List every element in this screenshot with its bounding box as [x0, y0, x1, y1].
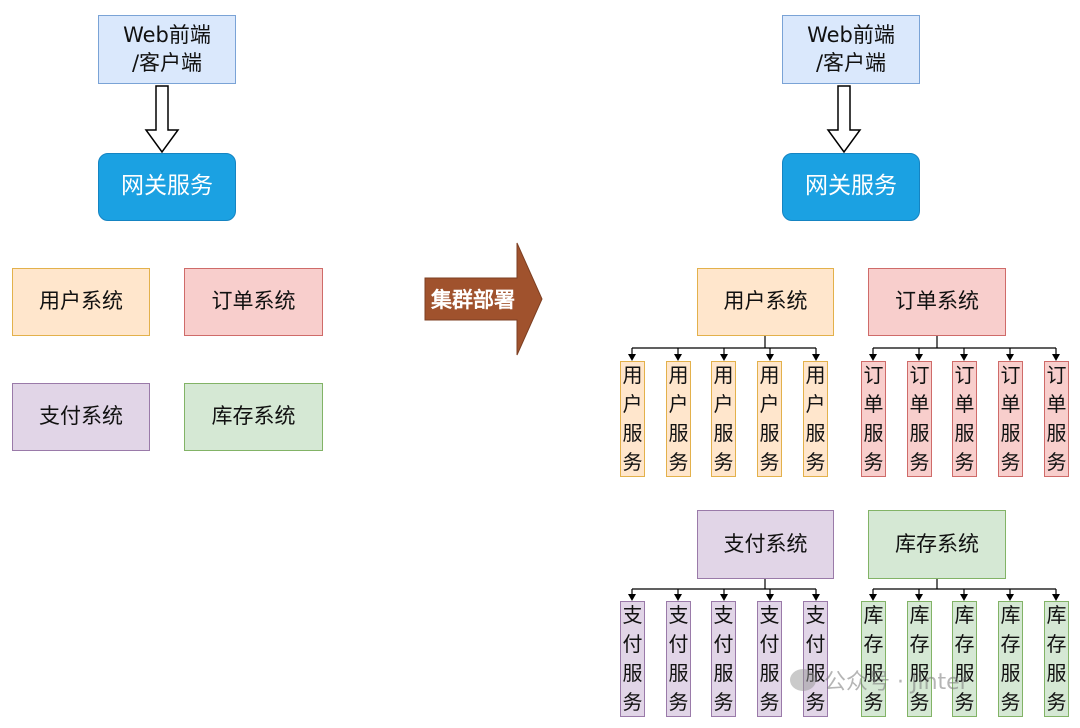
left-user-system: 用户系统 — [12, 268, 150, 336]
left-stock-system-label: 库存系统 — [211, 404, 296, 429]
pay-service-label: 支付服务 — [805, 603, 826, 714]
connector-arrowhead — [674, 594, 682, 601]
left-order-system-label: 订单系统 — [211, 289, 296, 314]
cluster-deploy-arrow — [424, 242, 543, 356]
right-pay-system-label: 支付系统 — [723, 531, 808, 556]
user-service-label: 用户服务 — [805, 363, 826, 474]
right-gateway-label: 网关服务 — [805, 173, 897, 200]
connector-arrowhead — [869, 354, 877, 361]
left-gateway-box: 网关服务 — [98, 153, 236, 221]
connector-arrowhead — [766, 354, 774, 361]
order-service-instance: 订单服务 — [1044, 361, 1069, 477]
connector-arrowhead — [869, 594, 877, 601]
connector-arrowhead — [1006, 354, 1014, 361]
pay-service-instance: 支付服务 — [666, 601, 691, 717]
left-stock-system: 库存系统 — [184, 383, 323, 451]
stock-service-label: 库存服务 — [909, 603, 930, 714]
user-service-instance: 用户服务 — [666, 361, 691, 477]
pay-service-instance: 支付服务 — [757, 601, 782, 717]
right-stock-system: 库存系统 — [868, 510, 1006, 579]
order-service-label: 订单服务 — [954, 363, 975, 474]
right-order-system-label: 订单系统 — [895, 289, 979, 314]
pay-service-instance: 支付服务 — [620, 601, 645, 717]
left-down-arrow — [144, 85, 180, 154]
left-user-system-label: 用户系统 — [39, 289, 123, 314]
order-service-label: 订单服务 — [1046, 363, 1067, 474]
left-gateway-label: 网关服务 — [121, 173, 213, 200]
connector-arrowhead — [674, 354, 682, 361]
stock-service-label: 库存服务 — [863, 603, 884, 714]
stock-service-label: 库存服务 — [1046, 603, 1067, 714]
user-service-instance: 用户服务 — [711, 361, 736, 477]
user-service-label: 用户服务 — [668, 363, 689, 474]
order-service-instance: 订单服务 — [952, 361, 977, 477]
user-service-label: 用户服务 — [759, 363, 780, 474]
right-stock-system-label: 库存系统 — [895, 531, 979, 556]
connector-arrowhead — [1052, 594, 1060, 601]
watermark: 公众号 · Jinter — [790, 664, 969, 696]
right-client-label: Web前端 /客户端 — [807, 23, 895, 75]
connector-arrowhead — [628, 354, 636, 361]
right-down-arrow — [826, 85, 862, 154]
order-service-instance: 订单服务 — [998, 361, 1023, 477]
stock-service-instance: 库存服务 — [1044, 601, 1069, 717]
user-service-label: 用户服务 — [622, 363, 643, 474]
stock-service-instance: 库存服务 — [998, 601, 1023, 717]
pay-service-instance: 支付服务 — [803, 601, 828, 717]
order-service-label: 订单服务 — [909, 363, 930, 474]
connector-arrowhead — [628, 594, 636, 601]
connector-arrowhead — [960, 594, 968, 601]
order-service-label: 订单服务 — [863, 363, 884, 474]
right-user-system: 用户系统 — [697, 268, 834, 336]
connector-arrowhead — [915, 354, 923, 361]
connector-arrowhead — [720, 354, 728, 361]
pay-service-label: 支付服务 — [713, 603, 734, 714]
connector-arrowhead — [960, 354, 968, 361]
stock-service-instance: 库存服务 — [861, 601, 886, 717]
user-service-instance: 用户服务 — [803, 361, 828, 477]
order-service-instance: 订单服务 — [861, 361, 886, 477]
order-service-label: 订单服务 — [1000, 363, 1021, 474]
connector-arrowhead — [766, 594, 774, 601]
connector-arrowhead — [915, 594, 923, 601]
user-service-instance: 用户服务 — [620, 361, 645, 477]
pay-service-instance: 支付服务 — [711, 601, 736, 717]
left-pay-system-label: 支付系统 — [39, 404, 123, 429]
connector-arrowhead — [812, 594, 820, 601]
connector-arrowhead — [812, 354, 820, 361]
pay-service-label: 支付服务 — [759, 603, 780, 714]
user-service-label: 用户服务 — [713, 363, 734, 474]
right-user-system-label: 用户系统 — [723, 289, 808, 314]
left-client-label: Web前端 /客户端 — [123, 23, 211, 75]
connector-arrowhead — [1006, 594, 1014, 601]
left-order-system: 订单系统 — [184, 268, 323, 336]
stock-service-instance: 库存服务 — [907, 601, 932, 717]
pay-service-label: 支付服务 — [622, 603, 643, 714]
connector-arrowhead — [1052, 354, 1060, 361]
order-service-instance: 订单服务 — [907, 361, 932, 477]
right-order-system: 订单系统 — [868, 268, 1006, 336]
cluster-deploy-label: 集群部署 — [431, 288, 515, 312]
watermark-label: 公众号 · Jinter — [824, 670, 969, 695]
left-client-box: Web前端 /客户端 — [98, 15, 236, 84]
right-client-box: Web前端 /客户端 — [782, 15, 920, 84]
pay-service-label: 支付服务 — [668, 603, 689, 714]
stock-service-label: 库存服务 — [954, 603, 975, 714]
stock-service-instance: 库存服务 — [952, 601, 977, 717]
stock-service-label: 库存服务 — [1000, 603, 1021, 714]
user-service-instance: 用户服务 — [757, 361, 782, 477]
right-pay-system: 支付系统 — [697, 510, 834, 579]
right-gateway-box: 网关服务 — [782, 153, 920, 221]
left-pay-system: 支付系统 — [12, 383, 150, 451]
wechat-icon — [790, 669, 816, 691]
connector-arrowhead — [720, 594, 728, 601]
